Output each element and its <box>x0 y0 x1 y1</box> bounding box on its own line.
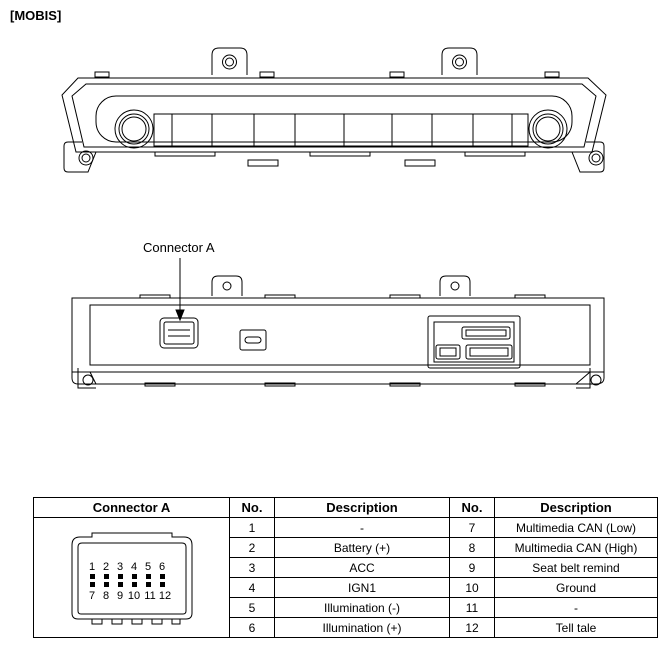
pin-label: 9 <box>117 590 123 602</box>
unit-rear-view <box>71 258 605 389</box>
pin-label: 6 <box>159 561 165 573</box>
pin-number: 12 <box>449 617 495 638</box>
pin-number: 4 <box>229 577 275 598</box>
pin-description: Seat belt remind <box>494 557 658 578</box>
pin-number: 8 <box>449 537 495 558</box>
header-no-1: No. <box>229 497 275 518</box>
pin-description: - <box>494 597 658 618</box>
pin-label: 8 <box>103 590 109 602</box>
pin-description: Illumination (+) <box>274 617 450 638</box>
pin-number: 1 <box>229 517 275 538</box>
pin-description: ACC <box>274 557 450 578</box>
table-row: 3 ACC 9 Seat belt remind <box>34 557 658 578</box>
table-row: 6 Illumination (+) 12 Tell tale <box>34 617 658 638</box>
pin-number: 9 <box>449 557 495 578</box>
pin-description: Tell tale <box>494 617 658 638</box>
page-title: [MOBIS] <box>10 8 62 23</box>
pin-label: 10 <box>128 590 140 602</box>
pin-label: 3 <box>117 561 123 573</box>
pin-label: 7 <box>89 590 95 602</box>
pin-description: Multimedia CAN (High) <box>494 537 658 558</box>
table-row: 1 2 3 4 5 6 7 8 9 10 11 12 1 - 7 Multime… <box>33 517 658 638</box>
header-connector: Connector A <box>33 497 230 518</box>
pin-number: 6 <box>229 617 275 638</box>
pin-description: Multimedia CAN (Low) <box>494 517 658 538</box>
table-row: 5 Illumination (-) 11 - <box>34 597 658 618</box>
pin-number: 7 <box>449 517 495 538</box>
pin-number: 2 <box>229 537 275 558</box>
unit-front-view <box>61 47 607 173</box>
pin-number: 10 <box>449 577 495 598</box>
header-description-1: Description <box>274 497 450 518</box>
pin-table: Connector A No. Description No. Descript… <box>33 497 658 638</box>
header-description-2: Description <box>494 497 658 518</box>
connector-diagram-cell: 1 2 3 4 5 6 7 8 9 10 11 12 <box>33 517 230 638</box>
connector-a-callout: Connector A <box>143 240 215 255</box>
pin-description: IGN1 <box>274 577 450 598</box>
header-no-2: No. <box>449 497 495 518</box>
pin-label: 12 <box>159 590 171 602</box>
pin-number: 11 <box>449 597 495 618</box>
pin-description: Battery (+) <box>274 537 450 558</box>
pin-number: 5 <box>229 597 275 618</box>
pin-description: Ground <box>494 577 658 598</box>
table-header-row: Connector A No. Description No. Descript… <box>33 497 658 518</box>
pin-number: 3 <box>229 557 275 578</box>
pin-label: 1 <box>89 561 95 573</box>
pin-label: 4 <box>131 561 137 573</box>
pin-label: 11 <box>144 590 155 602</box>
pin-description: Illumination (-) <box>274 597 450 618</box>
pin-label: 5 <box>145 561 151 573</box>
pin-label: 2 <box>103 561 109 573</box>
connector-a-diagram: 1 2 3 4 5 6 7 8 9 10 11 12 <box>71 532 193 625</box>
pin-description: - <box>274 517 450 538</box>
